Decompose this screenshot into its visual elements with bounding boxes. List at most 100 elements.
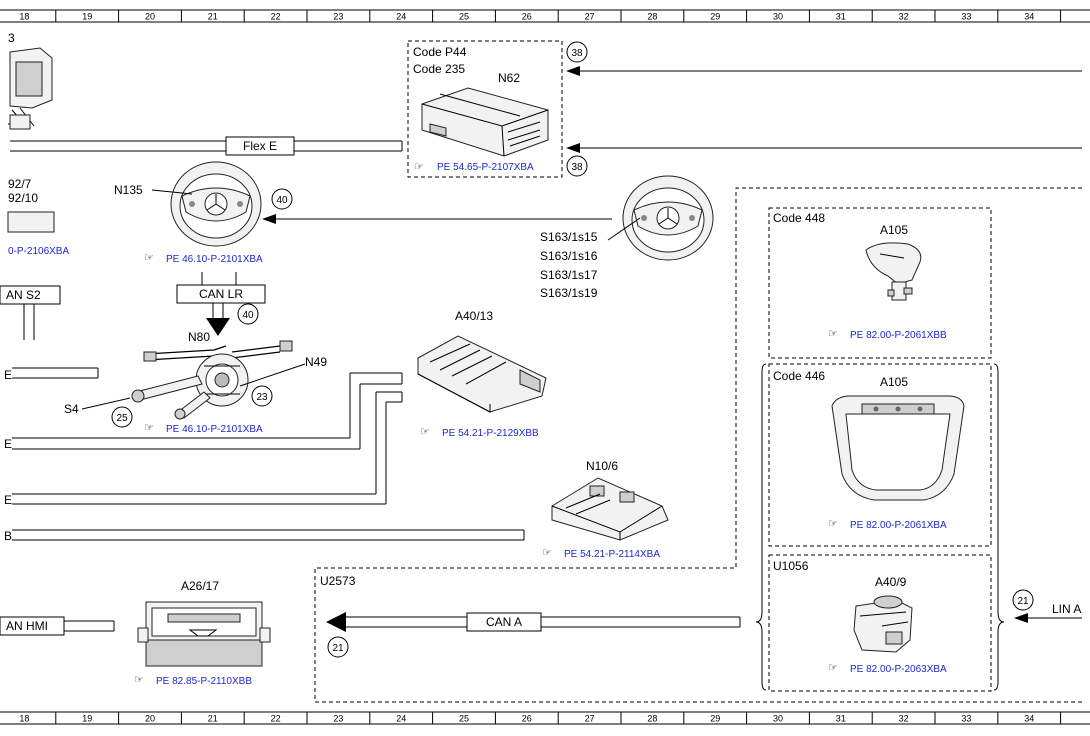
ref-a40-9: PE 82.00-P-2063XBA: [850, 664, 947, 675]
n62-label: N62: [498, 71, 520, 85]
bottom-ruler-column-number: 34: [1024, 714, 1034, 724]
svg-text:38: 38: [571, 162, 583, 173]
code-446-group: Code 446 A105 ☞ PE 82.00-P-2061XBA: [768, 363, 992, 547]
bus-e1: E: [4, 367, 99, 382]
n10-6-label: N10/6: [586, 459, 618, 473]
u1056-group: U1056 A40/9 ☞ PE 82.00-P-2063XBA: [768, 554, 992, 692]
bottom-ruler-column-number: 27: [585, 714, 595, 724]
n62-module-icon: [421, 87, 549, 157]
bottom-ruler-column-number: 22: [271, 714, 281, 724]
u2573-label: U2573: [320, 574, 356, 588]
callout-25: 25: [111, 406, 133, 428]
n80-label: N80: [188, 330, 210, 344]
svg-text:E: E: [4, 368, 12, 382]
switch-label-s17: S163/1s17: [540, 268, 598, 282]
switch-label-s19: S163/1s19: [540, 286, 598, 300]
s163-switch-labels: S163/1s15 S163/1s16 S163/1s17 S163/1s19: [540, 230, 598, 300]
ref-n10-6: PE 54.21-P-2114XBA: [564, 549, 660, 560]
callout-23: 23: [251, 385, 273, 407]
bottom-ruler-column-number: 28: [647, 714, 657, 724]
ref-n135: PE 46.10-P-2101XBA: [166, 254, 263, 265]
callout-21-right: 21: [1012, 589, 1034, 611]
group-brace-right: [993, 363, 1005, 691]
svg-text:21: 21: [332, 643, 344, 654]
top-ruler-column-number: 26: [522, 12, 532, 22]
a40-9-controller-icon: [853, 595, 913, 653]
a40-13-ref-hand-icon: ☞: [420, 426, 430, 438]
lin-a-bus: LIN A: [1014, 602, 1082, 623]
bottom-ruler-column-number: 21: [208, 714, 218, 724]
top-ruler: [0, 9, 1090, 23]
n62-code-235: Code 235: [413, 62, 465, 76]
ref-a105-top: PE 82.00-P-2061XBB: [850, 330, 947, 341]
callout-40-wheel: 40: [271, 188, 293, 210]
top-ruler-column-number: 27: [585, 12, 595, 22]
top-ruler-column-number: 31: [836, 12, 846, 22]
switch-label-s15: S163/1s15: [540, 230, 598, 244]
svg-text:B: B: [4, 529, 12, 543]
n62-group: Code P44 Code 235 N62 ☞ PE 54.65-P-2107X…: [407, 40, 563, 178]
svg-text:E: E: [4, 493, 12, 507]
ref-a40-13: PE 54.21-P-2129XBB: [442, 428, 539, 439]
a105-console-panel-icon: [831, 395, 965, 501]
switch-label-s16: S163/1s16: [540, 249, 598, 263]
lin-a-label: LIN A: [1052, 602, 1081, 616]
ref-edge: 0-P-2106XBA: [8, 246, 69, 257]
can-hmi-bus: AN HMI: [0, 616, 115, 636]
n10-6-ref-hand-icon: ☞: [542, 547, 552, 559]
edge-label-3: 3: [8, 31, 15, 45]
a105-top-label: A105: [880, 223, 908, 237]
n62-ref-hand-icon: ☞: [414, 161, 424, 173]
top-ruler-column-number: 33: [961, 12, 971, 22]
n62-code-p44: Code P44: [413, 45, 467, 59]
svg-text:38: 38: [571, 48, 583, 59]
code-448-group: Code 448 A105 ☞ PE 82.00-P-2061XBB: [768, 207, 992, 359]
a105-selector-lever-icon: [865, 242, 922, 301]
u2573-outline: [314, 187, 1082, 703]
u1056-label: U1056: [773, 559, 809, 573]
edge-component-fragment: 3: [8, 31, 53, 130]
bottom-ruler-column-number: 20: [145, 714, 155, 724]
ref-a105-mid: PE 82.00-P-2061XBA: [850, 520, 947, 531]
a40-13-module-icon: [417, 335, 547, 413]
bottom-ruler-column-number: 32: [899, 714, 909, 724]
can-hmi-label: AN HMI: [6, 619, 48, 633]
ref-n62: PE 54.65-P-2107XBA: [437, 162, 534, 173]
bus-b: B: [4, 529, 525, 543]
can-s2-bus: AN S2: [0, 285, 61, 340]
callout-38-bottom: 38: [566, 155, 588, 177]
top-ruler-column-number: 18: [19, 12, 29, 22]
flex-e-label: Flex E: [243, 139, 277, 153]
a26-17-head-unit-icon: [137, 601, 271, 667]
bottom-ruler-column-number: 31: [836, 714, 846, 724]
ref-a26-17: PE 82.85-P-2110XBB: [156, 676, 252, 687]
group-brace-left: [755, 363, 767, 691]
svg-text:25: 25: [116, 413, 128, 424]
can-a-bus: CAN A: [326, 612, 741, 632]
can-a-label: CAN A: [486, 615, 522, 629]
n135-label: N135: [114, 183, 143, 197]
top-ruler-column-number: 28: [647, 12, 657, 22]
bottom-ruler-column-number: 29: [710, 714, 720, 724]
top-ruler-column-number: 24: [396, 12, 406, 22]
bottom-ruler: [0, 711, 1090, 725]
top-ruler-column-number: 22: [271, 12, 281, 22]
bus-e3: E: [4, 391, 403, 507]
bottom-ruler-column-number: 30: [773, 714, 783, 724]
bottom-ruler-column-number: 18: [19, 714, 29, 724]
n62-input-arrows: [566, 66, 1082, 153]
bottom-ruler-column-number: 24: [396, 714, 406, 724]
top-ruler-column-number: 20: [145, 12, 155, 22]
svg-text:E: E: [4, 437, 12, 451]
bottom-ruler-column-number: 33: [961, 714, 971, 724]
top-ruler-column-number: 30: [773, 12, 783, 22]
a105-mid-label: A105: [880, 375, 908, 389]
ref-n80: PE 46.10-P-2101XBA: [166, 424, 263, 435]
code-448-label: Code 448: [773, 211, 825, 225]
callout-21-left: 21: [327, 636, 349, 658]
can-lr-bus: CAN LR: [176, 272, 266, 336]
top-ruler-column-number: 19: [82, 12, 92, 22]
s4-label: S4: [64, 402, 79, 416]
